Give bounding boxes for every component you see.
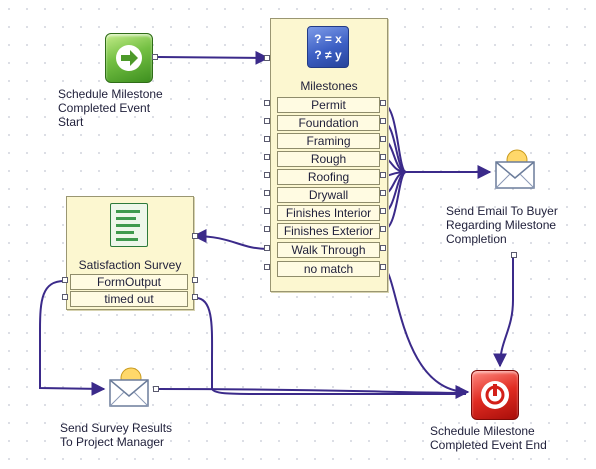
- knob-left-rough[interactable]: [264, 154, 270, 160]
- start-output-knob[interactable]: [152, 54, 158, 60]
- milestones-input-knob[interactable]: [264, 55, 270, 61]
- satisfaction-survey-node[interactable]: Satisfaction Survey FormOutput timed out: [66, 196, 194, 310]
- end-event-label: Schedule Milestone Completed Event End: [430, 424, 547, 452]
- knob-right-nomatch[interactable]: [380, 264, 386, 270]
- email-label: Send Email To Buyer Regarding Milestone …: [446, 204, 558, 246]
- port-finishes-exterior[interactable]: Finishes Exterior: [277, 223, 380, 239]
- knob-left-roofing[interactable]: [264, 172, 270, 178]
- knob-right-exterior[interactable]: [380, 226, 386, 232]
- knob-left-drywall[interactable]: [264, 190, 270, 196]
- knob-right-rough[interactable]: [380, 154, 386, 160]
- knob-right-interior[interactable]: [380, 208, 386, 214]
- arrow-right-circle-icon: [116, 45, 142, 71]
- connector-timedout-to-end: [195, 297, 466, 395]
- knob-right-permit[interactable]: [380, 100, 386, 106]
- survey-title: Satisfaction Survey: [78, 258, 182, 272]
- port-permit[interactable]: Permit: [277, 97, 380, 113]
- knob-left-permit[interactable]: [264, 100, 270, 106]
- knob-left-formoutput[interactable]: [62, 277, 68, 283]
- knob-right-roofing[interactable]: [380, 172, 386, 178]
- knob-right-drywall[interactable]: [380, 190, 386, 196]
- port-walk-through[interactable]: Walk Through: [277, 242, 380, 258]
- math-compare-icon: ? = x ? ≠ y: [307, 26, 349, 68]
- port-timed-out[interactable]: timed out: [70, 291, 188, 307]
- port-foundation[interactable]: Foundation: [277, 115, 380, 131]
- connector-email-to-end: [493, 255, 514, 368]
- knob-left-walkthrough[interactable]: [264, 245, 270, 251]
- knob-left-nomatch[interactable]: [264, 264, 270, 270]
- knob-left-exterior[interactable]: [264, 226, 270, 232]
- form-document-icon: [110, 203, 148, 247]
- knob-right-timedout[interactable]: [192, 294, 198, 300]
- connector-walkthrough-to-survey: [192, 229, 269, 250]
- connector-results-to-end: [157, 388, 467, 394]
- port-no-match[interactable]: no match: [277, 261, 380, 277]
- knob-left-framing[interactable]: [264, 136, 270, 142]
- start-event-label: Schedule Milestone Completed Event Start: [58, 87, 163, 129]
- knob-left-interior[interactable]: [264, 208, 270, 214]
- port-form-output[interactable]: FormOutput: [70, 274, 188, 290]
- knob-right-formoutput[interactable]: [192, 277, 198, 283]
- milestones-node[interactable]: ? = x ? ≠ y Milestones Permit Foundation…: [270, 18, 388, 292]
- connector-start-to-milestones: [157, 50, 270, 65]
- email-envelope-icon[interactable]: [492, 146, 538, 194]
- connector-nomatch-to-end: [382, 267, 470, 399]
- email-output-knob[interactable]: [511, 252, 517, 258]
- knob-right-walkthrough[interactable]: [380, 245, 386, 251]
- end-event-icon[interactable]: [471, 370, 519, 420]
- power-icon: [481, 381, 509, 409]
- knob-left-foundation[interactable]: [264, 118, 270, 124]
- port-drywall[interactable]: Drywall: [277, 187, 380, 203]
- port-finishes-interior[interactable]: Finishes Interior: [277, 205, 380, 221]
- survey-results-output-knob[interactable]: [153, 386, 159, 392]
- survey-input-knob[interactable]: [192, 233, 198, 239]
- start-event-icon[interactable]: [105, 33, 153, 83]
- port-framing[interactable]: Framing: [277, 133, 380, 149]
- knob-right-framing[interactable]: [380, 136, 386, 142]
- connector-formoutput-to-results: [39, 280, 106, 396]
- survey-results-label: Send Survey Results To Project Manager: [60, 421, 173, 449]
- knob-right-foundation[interactable]: [380, 118, 386, 124]
- knob-left-timedout[interactable]: [62, 294, 68, 300]
- milestones-title: Milestones: [300, 79, 358, 93]
- port-rough[interactable]: Rough: [277, 151, 380, 167]
- port-roofing[interactable]: Roofing: [277, 169, 380, 185]
- survey-results-envelope-icon[interactable]: [106, 364, 152, 412]
